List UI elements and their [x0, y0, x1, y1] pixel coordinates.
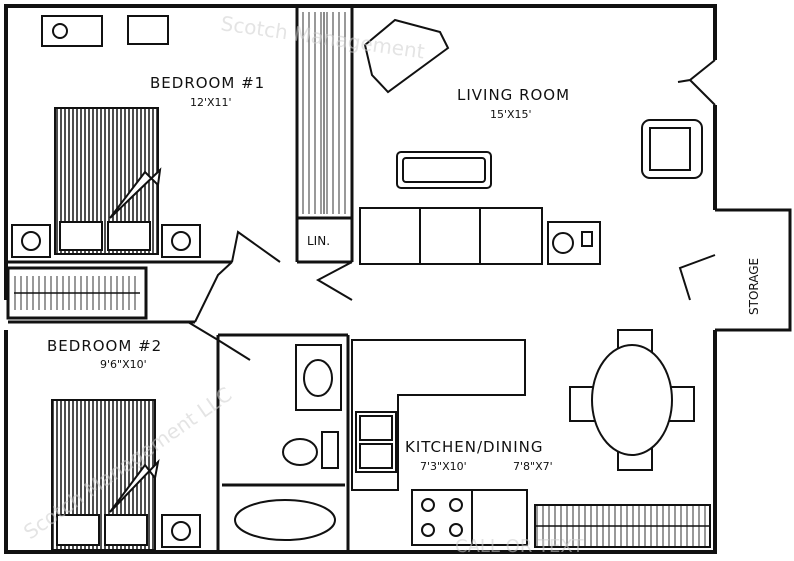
bedroom2-furniture [51, 399, 201, 551]
bedroom2-name: BEDROOM #2 [47, 337, 162, 355]
exterior-walls [4, 4, 717, 554]
double-sink [355, 411, 397, 473]
fan-icon [52, 23, 68, 39]
kitchen-name: KITCHEN/DINING [405, 438, 544, 456]
living-name: LIVING ROOM [457, 86, 570, 104]
bedroom1-size: 12'X11' [190, 96, 232, 109]
linen-label: LIN. [307, 234, 330, 248]
kitchen-size: 7'3"X10' [420, 460, 467, 473]
living-furniture [359, 18, 703, 265]
toilet [282, 438, 318, 466]
dining-table [591, 344, 673, 456]
living-size: 15'X15' [490, 108, 532, 121]
bathroom-fixtures [234, 344, 342, 541]
bedroom1-furniture [11, 15, 201, 258]
bedroom1-name: BEDROOM #1 [150, 74, 265, 92]
interior-walls [6, 8, 792, 552]
vanity [295, 344, 342, 411]
bathtub [234, 499, 336, 541]
stove [411, 489, 473, 546]
doors [187, 59, 716, 361]
sink [303, 359, 333, 397]
watermark-bottom-right: CALL OR TEXT [455, 536, 584, 557]
kitchen-fixtures [351, 339, 711, 548]
nightstand [127, 15, 169, 45]
storage-label: STORAGE [747, 258, 761, 315]
dining-set [569, 329, 695, 471]
bedroom2-size: 9'6"X10' [100, 358, 147, 371]
armchair-2 [641, 119, 703, 179]
base-cabinet [471, 489, 528, 546]
dining-size: 7'8"X7' [513, 460, 553, 473]
sofa [359, 207, 543, 265]
armchair-1 [363, 18, 450, 94]
desk [41, 15, 103, 47]
coffee-table [396, 151, 492, 189]
